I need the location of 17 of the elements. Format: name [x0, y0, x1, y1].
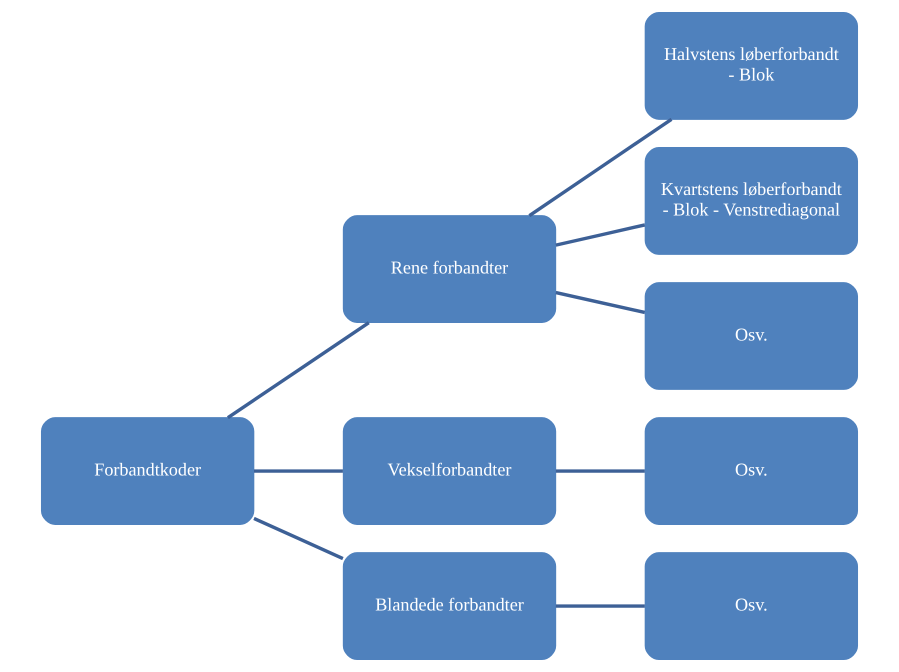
node-box: Forbandtkoder	[40, 417, 254, 525]
connector	[253, 516, 344, 560]
node-box: Osv.	[644, 417, 858, 525]
connector	[555, 223, 646, 247]
connector	[254, 469, 343, 473]
node-box: Kvartstens løberforbandt - Blok - Venstrediagonal	[644, 147, 858, 255]
connector	[226, 321, 370, 420]
node-box: Osv.	[644, 282, 858, 390]
connector	[556, 604, 645, 608]
node-box: Blandede forbandter	[342, 552, 556, 660]
connector	[528, 118, 672, 218]
node-box: Halvstens løberforbandt - Blok	[644, 12, 858, 120]
node-box: Osv.	[644, 552, 858, 660]
connector	[556, 469, 645, 473]
node-box: Vekselforbandter	[342, 417, 556, 525]
connector	[555, 290, 646, 314]
node-box: Rene forbandter	[342, 215, 556, 323]
